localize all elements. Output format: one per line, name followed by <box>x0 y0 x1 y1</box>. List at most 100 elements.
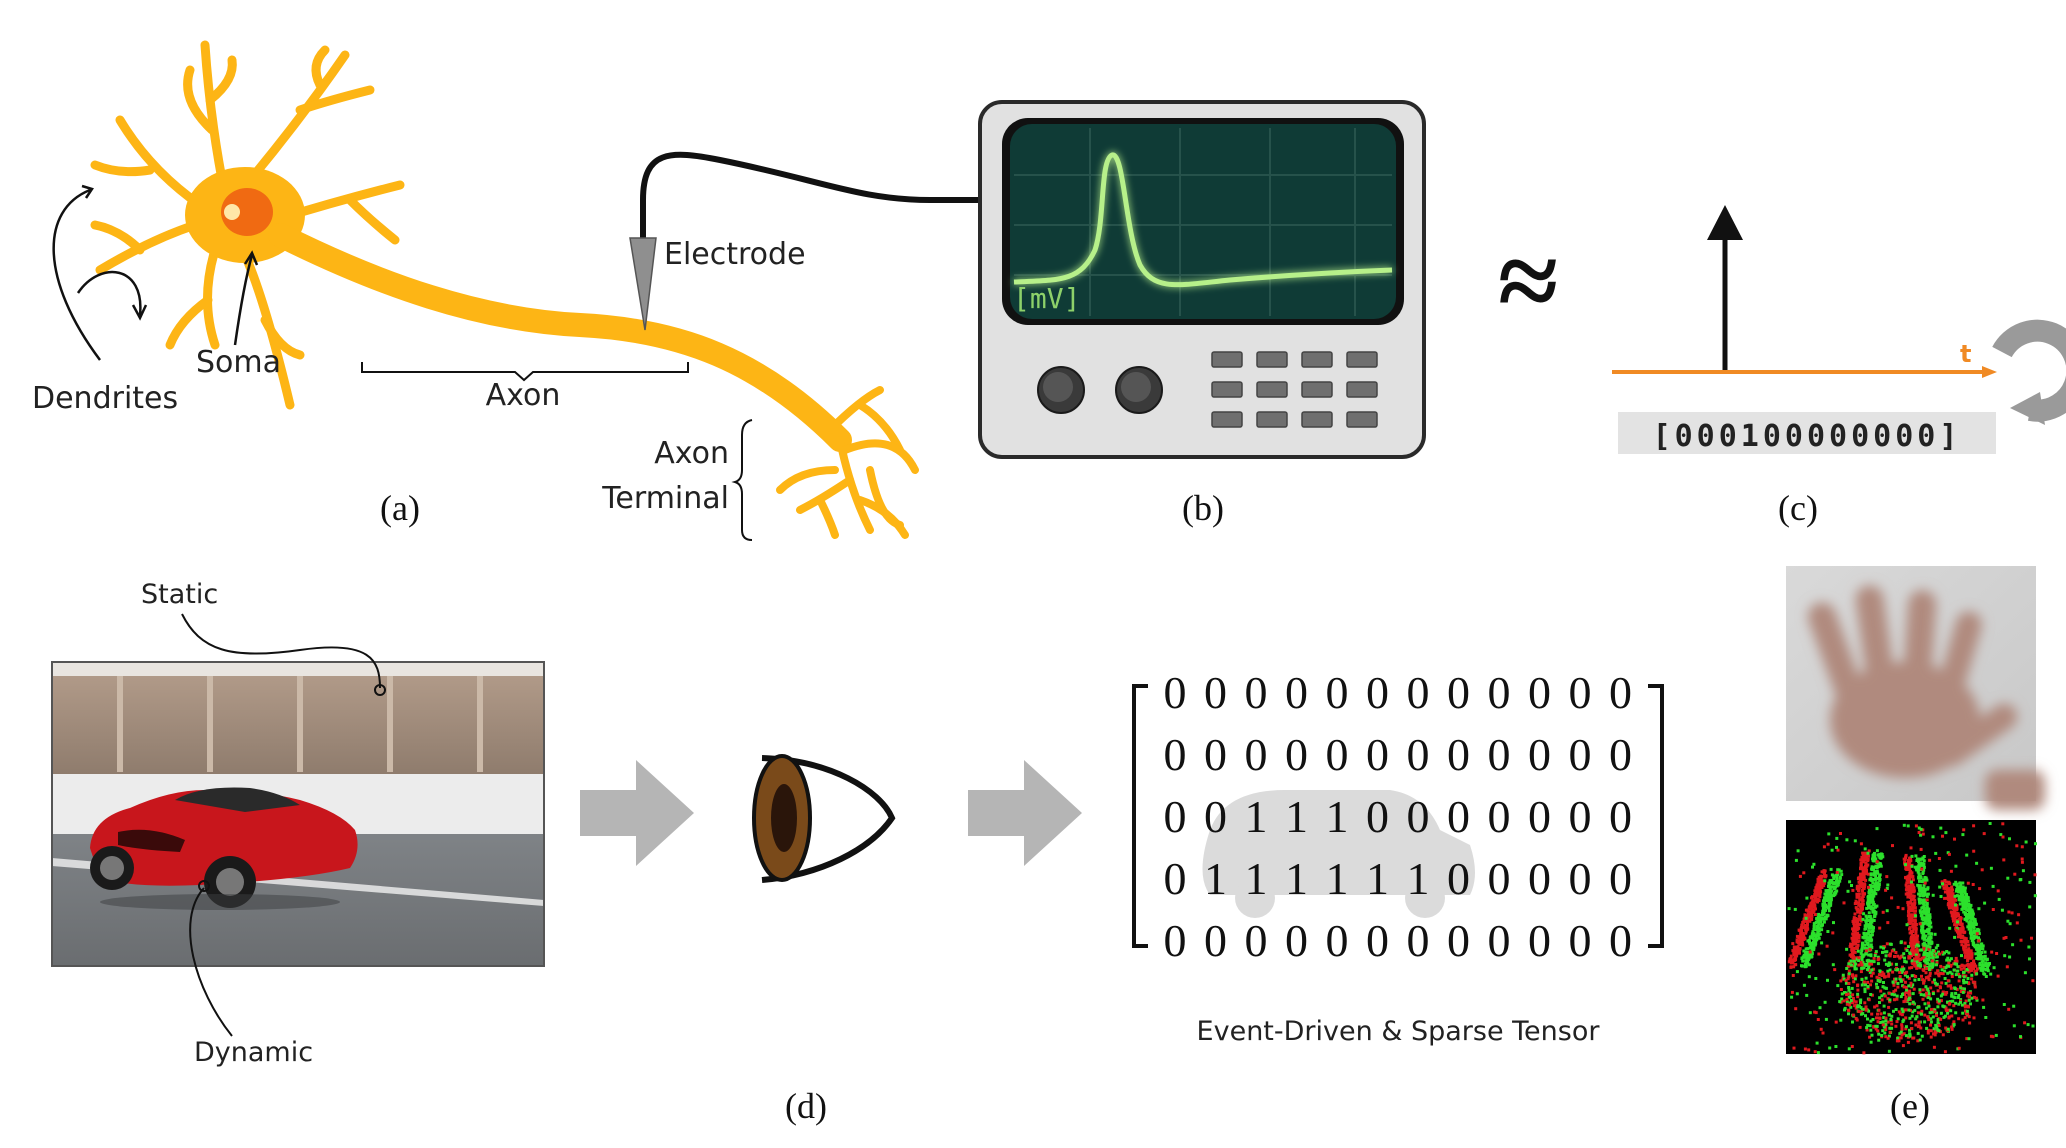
event-dot <box>1968 966 1972 970</box>
event-dot <box>1969 924 1973 928</box>
event-dot <box>1821 913 1825 917</box>
axon-brace <box>361 362 689 382</box>
event-dot <box>1888 954 1892 958</box>
car-photo <box>51 661 545 967</box>
event-dot <box>1952 1004 1956 1008</box>
event-dot <box>1913 901 1917 905</box>
event-dot <box>1859 861 1863 865</box>
event-dot <box>1947 961 1951 965</box>
event-dot <box>1791 942 1795 946</box>
event-dot <box>1870 962 1874 966</box>
event-dot <box>2005 965 2009 969</box>
event-dot <box>1844 979 1848 982</box>
event-dot <box>1970 908 1974 912</box>
event-dot <box>1861 868 1865 872</box>
event-dot <box>1847 972 1851 976</box>
event-dot <box>1823 902 1826 905</box>
event-dot <box>1972 936 1976 940</box>
event-dot <box>1921 905 1925 909</box>
event-dot <box>1868 962 1872 966</box>
event-dot <box>1867 915 1871 918</box>
event-dot <box>1959 890 1963 894</box>
event-dot <box>1839 988 1843 991</box>
event-dot <box>1960 954 1963 958</box>
matrix-cell: 0 <box>1488 729 1511 780</box>
event-dot <box>1851 938 1855 942</box>
event-dot <box>1793 950 1797 954</box>
event-dot <box>1856 992 1860 996</box>
event-dot <box>1859 998 1863 1002</box>
event-dot <box>1922 979 1926 983</box>
event-dot <box>1957 932 1960 936</box>
event-dot <box>1818 890 1822 894</box>
event-dot <box>1880 1034 1884 1037</box>
event-dot <box>1886 969 1890 973</box>
event-dot <box>1961 905 1965 909</box>
event-dot <box>1924 912 1928 916</box>
event-dot <box>1866 932 1870 936</box>
event-dot <box>1859 970 1863 974</box>
event-dot <box>1827 884 1830 888</box>
event-dot <box>1985 957 1989 961</box>
event-dot <box>1875 885 1879 889</box>
event-dot <box>1790 995 1794 999</box>
event-dot <box>1864 922 1868 926</box>
event-dot <box>1890 992 1894 996</box>
matrix-cell: 0 <box>1164 915 1187 966</box>
event-dot <box>1943 992 1947 996</box>
event-dot <box>1956 996 1960 999</box>
event-dot <box>1972 931 1976 935</box>
event-dot <box>1805 908 1809 912</box>
event-dot <box>1822 845 1826 849</box>
event-dot <box>1875 1024 1879 1028</box>
event-dot <box>1876 958 1880 962</box>
event-dot <box>1877 1032 1881 1036</box>
event-dot <box>1914 929 1918 933</box>
event-dot <box>1971 883 1975 886</box>
event-dot <box>1845 967 1849 970</box>
matrix-cell: 0 <box>1447 915 1470 966</box>
event-dot <box>1975 972 1979 976</box>
event-dot <box>1939 994 1943 998</box>
event-dot <box>1805 926 1809 930</box>
event-dot <box>1945 991 1949 994</box>
event-dot <box>1953 912 1957 916</box>
event-dot <box>1811 945 1815 949</box>
event-dot <box>1914 932 1918 936</box>
matrix-cell: 1 <box>1366 853 1389 904</box>
event-dot <box>1890 1026 1894 1030</box>
event-dot <box>1929 1020 1933 1024</box>
event-dot <box>1965 980 1968 984</box>
event-dot <box>1914 927 1918 931</box>
event-dot <box>1913 940 1917 944</box>
event-dot <box>1871 857 1874 861</box>
event-dot <box>1923 1020 1927 1024</box>
event-dot <box>1996 974 2000 978</box>
panel-label-c: (c) <box>1778 488 1818 528</box>
event-dot <box>1863 892 1866 896</box>
event-dot <box>1793 954 1797 958</box>
event-dot <box>1849 1005 1853 1009</box>
event-dot <box>1910 1014 1914 1018</box>
event-dot <box>1867 998 1871 1002</box>
event-dot <box>1913 1008 1917 1012</box>
event-dot <box>1939 964 1943 968</box>
event-dot <box>1973 962 1976 966</box>
event-dot <box>1869 1019 1873 1023</box>
event-dot <box>1872 894 1876 898</box>
event-dot <box>1991 908 1995 911</box>
event-dot <box>1927 931 1931 935</box>
event-dot <box>1854 899 1858 903</box>
event-dot <box>1914 909 1917 913</box>
event-dot <box>1886 964 1890 967</box>
event-dot <box>1863 934 1867 938</box>
event-dot <box>1817 952 1821 956</box>
event-dot <box>1947 880 1951 884</box>
event-dot <box>1968 913 1972 917</box>
event-dot <box>2000 908 2004 912</box>
matrix-cell: 1 <box>1285 853 1308 904</box>
event-dot <box>1804 950 1807 954</box>
event-dot <box>1864 983 1867 987</box>
event-dot <box>1792 1046 1796 1050</box>
event-dot <box>1954 921 1958 925</box>
